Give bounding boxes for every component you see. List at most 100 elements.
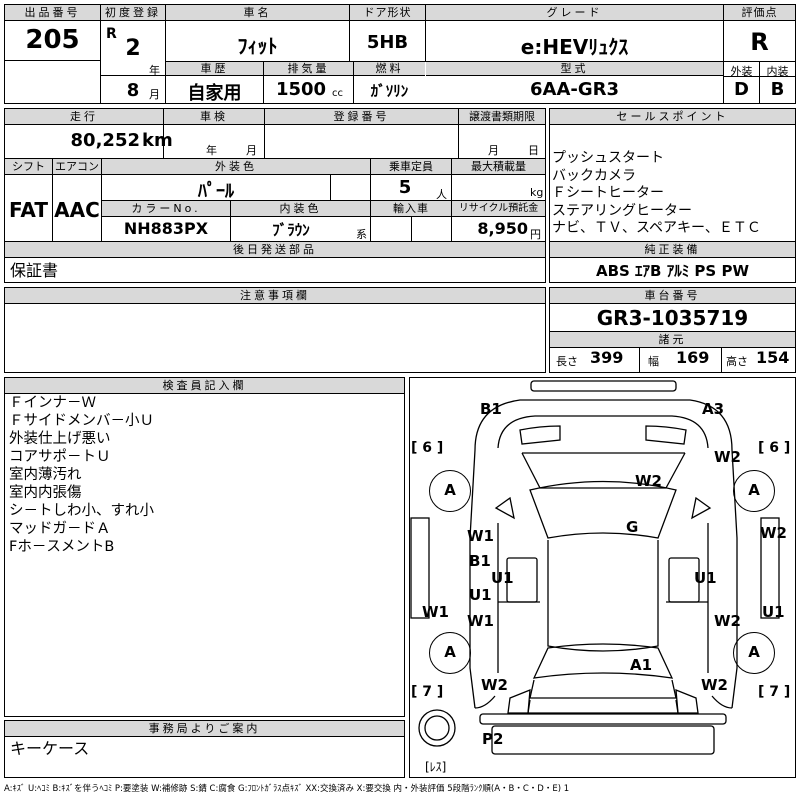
mark-right-rocker: U1 bbox=[762, 603, 785, 621]
sales-block bbox=[549, 108, 796, 283]
recycle-header: リサイクル預託金 bbox=[452, 201, 545, 217]
spec-height: 154 bbox=[756, 348, 790, 367]
ext-color-header: 外装色 bbox=[102, 159, 370, 175]
color-no-header: カラーNo. bbox=[102, 201, 230, 217]
ext-color: ﾊﾟｰﾙ bbox=[198, 181, 234, 202]
exterior-score: D bbox=[734, 79, 749, 100]
car-diagram bbox=[409, 377, 796, 778]
header-block bbox=[4, 4, 796, 104]
mark-hood: W2 bbox=[635, 472, 662, 490]
mark-rear-bumper: P2 bbox=[482, 730, 504, 748]
mark-windshield: G bbox=[626, 518, 639, 536]
bracket-rear-right: [ 7 ] bbox=[758, 684, 791, 700]
office-note: キーケース bbox=[10, 739, 90, 758]
bracket-front-left: [ 6 ] bbox=[411, 440, 444, 456]
model-code: 6AA-GR3 bbox=[529, 79, 619, 100]
grade-header: グレード bbox=[426, 5, 723, 21]
vehicle-history: 自家用 bbox=[187, 83, 242, 104]
lot-header: 出品番号 bbox=[5, 5, 100, 21]
office-block bbox=[4, 720, 405, 778]
notes-block bbox=[4, 287, 546, 373]
mark-left-door-panel: B1 bbox=[469, 552, 491, 570]
bracket-front-right: [ 6 ] bbox=[758, 440, 791, 456]
first-reg-month: 8 bbox=[126, 80, 140, 101]
shift-type: FAT bbox=[9, 198, 48, 222]
fuel-header: 燃料 bbox=[354, 62, 425, 76]
capacity: 5 bbox=[398, 177, 412, 198]
era-label: R bbox=[106, 26, 117, 42]
mark-left-rear-door: U1 bbox=[469, 586, 492, 604]
mark-rear-left: W2 bbox=[481, 676, 508, 694]
import-header: 輸入車 bbox=[371, 201, 451, 217]
shift-header: シフト bbox=[5, 159, 52, 175]
car-outline bbox=[410, 380, 780, 755]
grade: e:HEVﾘｭｸｽ bbox=[520, 35, 629, 59]
inspector-header: 検査員記入欄 bbox=[5, 378, 404, 394]
mark-front-bumper-right: A3 bbox=[702, 400, 725, 418]
mark-rear-right: W2 bbox=[701, 676, 728, 694]
equipment-header: 純正装備 bbox=[550, 242, 795, 258]
equipment: ABS ｴｱB ｱﾙﾐ PS PW bbox=[595, 262, 749, 280]
capacity-header: 乗車定員 bbox=[371, 159, 451, 175]
mark-front-bumper-left: B1 bbox=[480, 400, 502, 418]
legend: A:ｷｽﾞ U:ﾍｺﾐ B:ｷｽﾞを伴うﾍｺﾐ P:要塗装 W:補修跡 S:錆 … bbox=[4, 784, 570, 794]
aircon-header: エアコン bbox=[53, 159, 101, 175]
sales-points-header: セールスポイント bbox=[550, 109, 795, 125]
first-reg-year: 2 bbox=[125, 36, 141, 61]
bracket-rear-left: [ 7 ] bbox=[411, 684, 444, 700]
mileage-header: 走行 bbox=[5, 109, 163, 125]
door-header: ドア形状 bbox=[350, 5, 425, 21]
inspector-block bbox=[4, 377, 405, 717]
tire-rear-right: A bbox=[733, 632, 775, 674]
recycle-fee: 8,950 bbox=[477, 219, 528, 238]
mark-left-rocker: W1 bbox=[422, 603, 449, 621]
mileage: 80,252 bbox=[70, 130, 140, 151]
car-name: ﾌｨｯﾄ bbox=[237, 34, 278, 58]
tire-front-right: A bbox=[733, 470, 775, 512]
mark-right-rear-door: W2 bbox=[714, 612, 741, 630]
sales-points: プッシュスタート バックカメラ Ｆシートヒーター ステアリングヒーター ナビ、Ｔ… bbox=[552, 150, 761, 236]
mark-right-side-front: W2 bbox=[760, 524, 787, 542]
int-color-header: 内装色 bbox=[231, 201, 370, 217]
lot-number: 205 bbox=[25, 25, 80, 55]
spec-width: 169 bbox=[676, 348, 710, 367]
int-color: ﾌﾞﾗｳﾝ bbox=[272, 221, 310, 239]
later-parts-header: 後日発送部品 bbox=[5, 242, 545, 258]
mark-left-front-door: W1 bbox=[467, 527, 494, 545]
plate-header: 登録番号 bbox=[265, 109, 458, 125]
door-type: 5HB bbox=[366, 32, 409, 53]
spare-tire-label: [ﾚｽ] bbox=[425, 760, 447, 774]
overall-score: R bbox=[750, 28, 769, 56]
inspector-notes: Ｆインナ－Ｗ Ｆサイドメンバ－小Ｕ 外装仕上げ悪い コアサポ－トＵ 室内薄汚れ … bbox=[9, 395, 154, 555]
chassis-block bbox=[549, 287, 796, 373]
notes-header: 注意事項欄 bbox=[5, 288, 545, 304]
car-name-header: 車名 bbox=[166, 5, 349, 21]
chassis-number: GR3-1035719 bbox=[596, 306, 749, 330]
displacement: 1500 bbox=[275, 79, 327, 100]
displacement-header: 排気量 bbox=[264, 62, 353, 76]
max-load-header: 最大積載量 bbox=[452, 159, 545, 175]
model-header: 型式 bbox=[426, 62, 723, 76]
transfer-header: 譲渡書類期限 bbox=[459, 109, 545, 125]
inspection-header: 車検 bbox=[164, 109, 264, 125]
specs-header: 諸元 bbox=[550, 332, 795, 348]
interior-score: B bbox=[770, 79, 785, 100]
info-block bbox=[4, 108, 546, 283]
mark-front-right-fender: W2 bbox=[714, 448, 741, 466]
mark-right-pillar: U1 bbox=[694, 569, 717, 587]
color-number: NH883PX bbox=[123, 219, 209, 238]
mark-rear-window: A1 bbox=[630, 656, 653, 674]
spec-length: 399 bbox=[590, 348, 624, 367]
tire-front-left: A bbox=[429, 470, 471, 512]
history-header: 車歴 bbox=[166, 62, 263, 76]
fuel: ｶﾞｿﾘﾝ bbox=[370, 82, 409, 100]
mark-left-pillar: U1 bbox=[491, 569, 514, 587]
first-reg-header: 初度登録 bbox=[101, 5, 165, 21]
office-header: 事務局よりご案内 bbox=[5, 721, 404, 737]
later-parts: 保証書 bbox=[10, 261, 59, 280]
tire-rear-left: A bbox=[429, 632, 471, 674]
score-header: 評価点 bbox=[724, 5, 795, 21]
mark-left-rear-panel: W1 bbox=[467, 612, 494, 630]
aircon-type: AAC bbox=[54, 198, 100, 222]
chassis-header: 車台番号 bbox=[550, 288, 795, 304]
